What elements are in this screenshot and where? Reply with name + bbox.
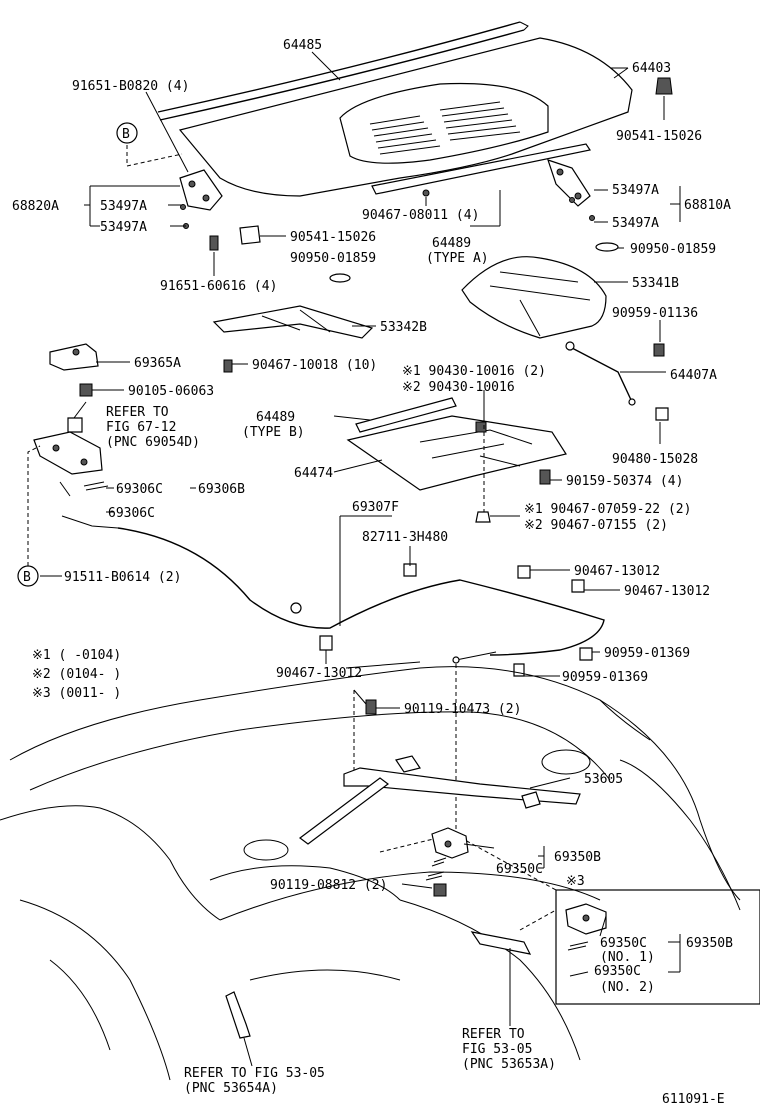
label-90119-08812: 90119-08812 (2) [270, 878, 387, 893]
fasteners-top [209, 77, 673, 283]
bolt-90467-10018 [223, 359, 233, 373]
label-refer-pnc-2: (PNC 53653A) [462, 1057, 556, 1072]
label-64489-type-b: 64489 [256, 410, 295, 425]
label-64489-type-b-note: (TYPE B) [242, 425, 305, 440]
label-90541-15026-a: 90541-15026 [616, 129, 702, 144]
label-90467-08011: 90467-08011 (4) [362, 208, 479, 223]
label-refer-pnc-3: (PNC 53654A) [184, 1081, 278, 1096]
label-90959-01136: 90959-01136 [612, 306, 698, 321]
label-refer-fig-1: FIG 67-12 [106, 420, 176, 435]
label-69350b-2: 69350B [686, 936, 733, 951]
callout-b-top [116, 122, 138, 144]
label-90467-13012-b: 90467-13012 [624, 584, 710, 599]
label-64489-type-a: 64489 [432, 236, 471, 251]
figure-id: 611091-E [662, 1092, 725, 1107]
label-69350c-no1: 69350C [600, 936, 647, 951]
label-53497a-3: 53497A [612, 183, 659, 198]
hood-insulator [461, 256, 607, 339]
label-no2: (NO. 2) [600, 980, 655, 995]
label-no1: (NO. 1) [600, 950, 655, 965]
label-refer-to-2: REFER TO [462, 1027, 525, 1042]
label-90480-15028: 90480-15028 [612, 452, 698, 467]
label-69306c-2: 69306C [108, 506, 155, 521]
label-53497a-4: 53497A [612, 216, 659, 231]
label-53342b: 53342B [380, 320, 427, 335]
label-b-top: B [122, 127, 130, 142]
label-91651-b0820: 91651-B0820 (4) [72, 79, 189, 94]
bracket-53654a [225, 991, 251, 1039]
label-64407a: 64407A [670, 368, 717, 383]
label-69350c-no2: 69350C [594, 964, 641, 979]
hood-front-strip-b [355, 397, 457, 433]
label-68820a: 68820A [12, 199, 59, 214]
car-body [0, 666, 741, 1081]
label-90430-10016-1: ※1 90430-10016 (2) [402, 364, 546, 379]
hood-panel [178, 37, 633, 197]
label-90467-13012-c: 90467-13012 [276, 666, 362, 681]
label-90959-01369-b: 90959-01369 [562, 670, 648, 685]
label-53341b: 53341B [632, 276, 679, 291]
label-82711-3h480: 82711-3H480 [362, 530, 448, 545]
label-90105-06063: 90105-06063 [128, 384, 214, 399]
label-90159-50374: 90159-50374 (4) [566, 474, 683, 489]
label-note-2: ※2 (0104- ) [32, 667, 121, 682]
hood-front-strip-a [371, 143, 591, 195]
label-90467-07155: ※2 90467-07155 (2) [524, 518, 668, 533]
bracket-69365a [49, 343, 99, 371]
hood-hinge-left [179, 169, 223, 229]
part-labels: 64485 64403 91651-B0820 (4) B 90541-1502… [12, 38, 733, 1107]
hood-lock-assy [33, 383, 119, 529]
label-64489-type-a-note: (TYPE A) [426, 251, 489, 266]
label-90119-10473: 90119-10473 (2) [404, 702, 521, 717]
label-69306b: 69306B [198, 482, 245, 497]
label-53497a-2: 53497A [100, 220, 147, 235]
label-90430-10016-2: ※2 90430-10016 [402, 380, 515, 395]
hood-sub-panel [346, 415, 567, 491]
label-69350b: 69350B [554, 850, 601, 865]
label-90950-01859-b: 90950-01859 [630, 242, 716, 257]
label-68810a: 68810A [684, 198, 731, 213]
label-refer-fig-3: REFER TO FIG 53-05 [184, 1066, 325, 1081]
label-69365a: 69365A [134, 356, 181, 371]
label-69307f: 69307F [352, 500, 399, 515]
label-refer-fig-2: FIG 53-05 [462, 1042, 532, 1057]
label-69306c-1: 69306C [116, 482, 163, 497]
label-91651-60616: 91651-60616 (4) [160, 279, 277, 294]
label-note-3-box: ※3 [566, 874, 585, 889]
label-90541-15026-b: 90541-15026 [290, 230, 376, 245]
hood-support-rod [565, 341, 669, 421]
label-b-bottom: B [23, 570, 31, 585]
label-refer-pnc-1: (PNC 69054D) [106, 435, 200, 450]
label-64485: 64485 [283, 38, 322, 53]
label-90467-13012-a: 90467-13012 [574, 564, 660, 579]
label-53497a-1: 53497A [100, 199, 147, 214]
label-64403: 64403 [632, 61, 671, 76]
label-90467-07059-22: ※1 90467-07059-22 (2) [524, 502, 691, 517]
hood-brace [212, 305, 374, 339]
label-90959-01369-a: 90959-01369 [604, 646, 690, 661]
label-refer-to-1: REFER TO [106, 405, 169, 420]
variant-3-inset [555, 889, 760, 1005]
radiator-support-brace [299, 755, 581, 845]
label-note-1: ※1 ( -0104) [32, 648, 121, 663]
leader-lines [40, 51, 681, 1067]
hood-lock [365, 699, 469, 897]
fasteners-mid [475, 421, 551, 523]
label-64474: 64474 [294, 466, 333, 481]
hood-seal [157, 21, 529, 121]
label-90950-01859-a: 90950-01859 [290, 251, 376, 266]
label-note-3: ※3 (0011- ) [32, 686, 121, 701]
label-91511-b0614: 91511-B0614 (2) [64, 570, 181, 585]
bracket-53653a [470, 931, 532, 955]
label-90467-10018: 90467-10018 (10) [252, 358, 377, 373]
hood-hinge-right [547, 159, 595, 221]
label-69350c: 69350C [496, 862, 543, 877]
hood-release-cable [117, 527, 605, 677]
label-53605: 53605 [584, 772, 623, 787]
